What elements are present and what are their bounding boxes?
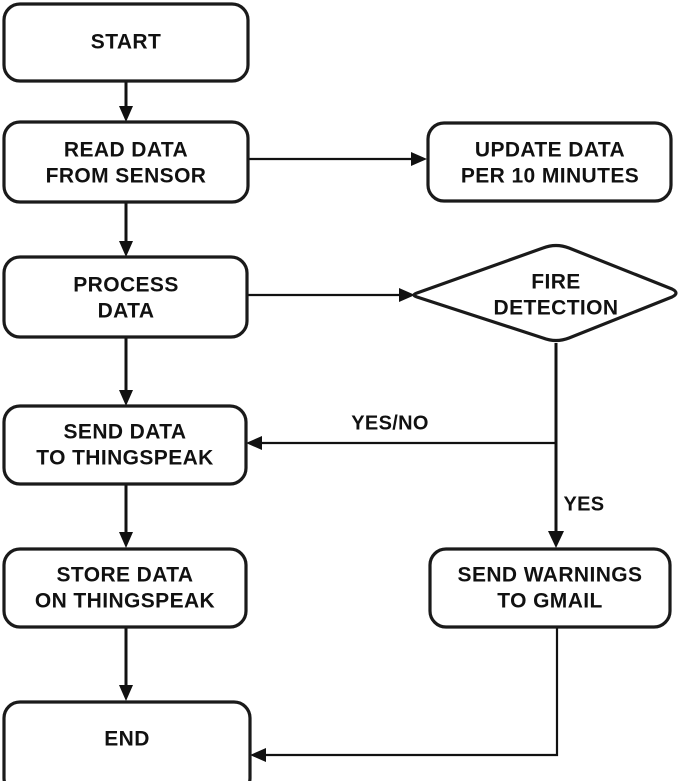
node-update-data-shape[interactable] — [426, 121, 673, 203]
node-end-label: END — [104, 728, 150, 751]
node-send-data-thingspeak-label-line2: TO THINGSPEAK — [36, 447, 214, 470]
edge-fire-detection-to-send-data: YES/NO — [246, 412, 556, 450]
node-fire-detection-label-line2: DETECTION — [494, 297, 619, 320]
node-send-warnings-gmail[interactable]: SEND WARNINGS TO GMAIL — [428, 547, 672, 629]
node-store-data-thingspeak-label-line2: ON THINGSPEAK — [35, 590, 215, 613]
node-start-shape[interactable] — [2, 2, 250, 83]
node-fire-detection-label-line1: FIRE — [531, 271, 580, 294]
edge-label-yes: YES — [564, 493, 605, 515]
edge-start-to-read-data — [119, 81, 133, 122]
node-start-label: START — [91, 31, 161, 54]
node-process-data-label-line2: DATA — [98, 300, 155, 323]
node-send-data-thingspeak[interactable]: SEND DATA TO THINGSPEAK — [2, 404, 248, 486]
edge-process-data-to-send-data — [119, 338, 133, 406]
edge-read-data-to-update-data — [248, 152, 427, 166]
edge-fire-detection-to-send-warnings: YES — [548, 493, 604, 548]
node-process-data[interactable]: PROCESS DATA — [2, 255, 249, 339]
node-send-warnings-gmail-label-line2: TO GMAIL — [497, 590, 602, 613]
edge-read-data-to-process-data — [119, 203, 133, 257]
node-update-data-label-line2: PER 10 MINUTES — [461, 165, 639, 188]
node-read-data-shape[interactable] — [2, 120, 250, 204]
node-fire-detection[interactable]: FIRE DETECTION — [412, 243, 678, 343]
node-read-data-label-line1: READ DATA — [64, 139, 188, 162]
node-process-data-label-line1: PROCESS — [73, 274, 179, 297]
node-send-warnings-gmail-shape[interactable] — [428, 547, 672, 629]
node-update-data[interactable]: UPDATE DATA PER 10 MINUTES — [426, 121, 673, 203]
node-read-data-label-line2: FROM SENSOR — [46, 165, 207, 188]
node-send-data-thingspeak-shape[interactable] — [2, 404, 248, 486]
node-update-data-label-line1: UPDATE DATA — [475, 139, 625, 162]
node-store-data-thingspeak-label-line1: STORE DATA — [56, 564, 193, 587]
node-process-data-shape[interactable] — [2, 255, 249, 339]
node-read-data[interactable]: READ DATA FROM SENSOR — [2, 120, 250, 204]
node-send-data-thingspeak-label-line1: SEND DATA — [64, 421, 187, 444]
node-end[interactable]: END — [2, 700, 252, 781]
node-send-warnings-gmail-label-line1: SEND WARNINGS — [458, 564, 643, 587]
edge-send-data-to-store-data — [119, 484, 133, 548]
edge-label-yes-no: YES/NO — [351, 412, 428, 434]
node-end-shape[interactable] — [2, 700, 252, 781]
node-fire-detection-shape[interactable] — [412, 243, 678, 343]
node-store-data-thingspeak[interactable]: STORE DATA ON THINGSPEAK — [2, 547, 248, 629]
edge-process-data-to-fire-detection — [247, 288, 415, 302]
edge-send-warnings-to-end — [250, 628, 559, 762]
edge-store-data-to-end — [119, 628, 133, 701]
node-start[interactable]: START — [2, 2, 250, 83]
node-store-data-thingspeak-shape[interactable] — [2, 547, 248, 629]
